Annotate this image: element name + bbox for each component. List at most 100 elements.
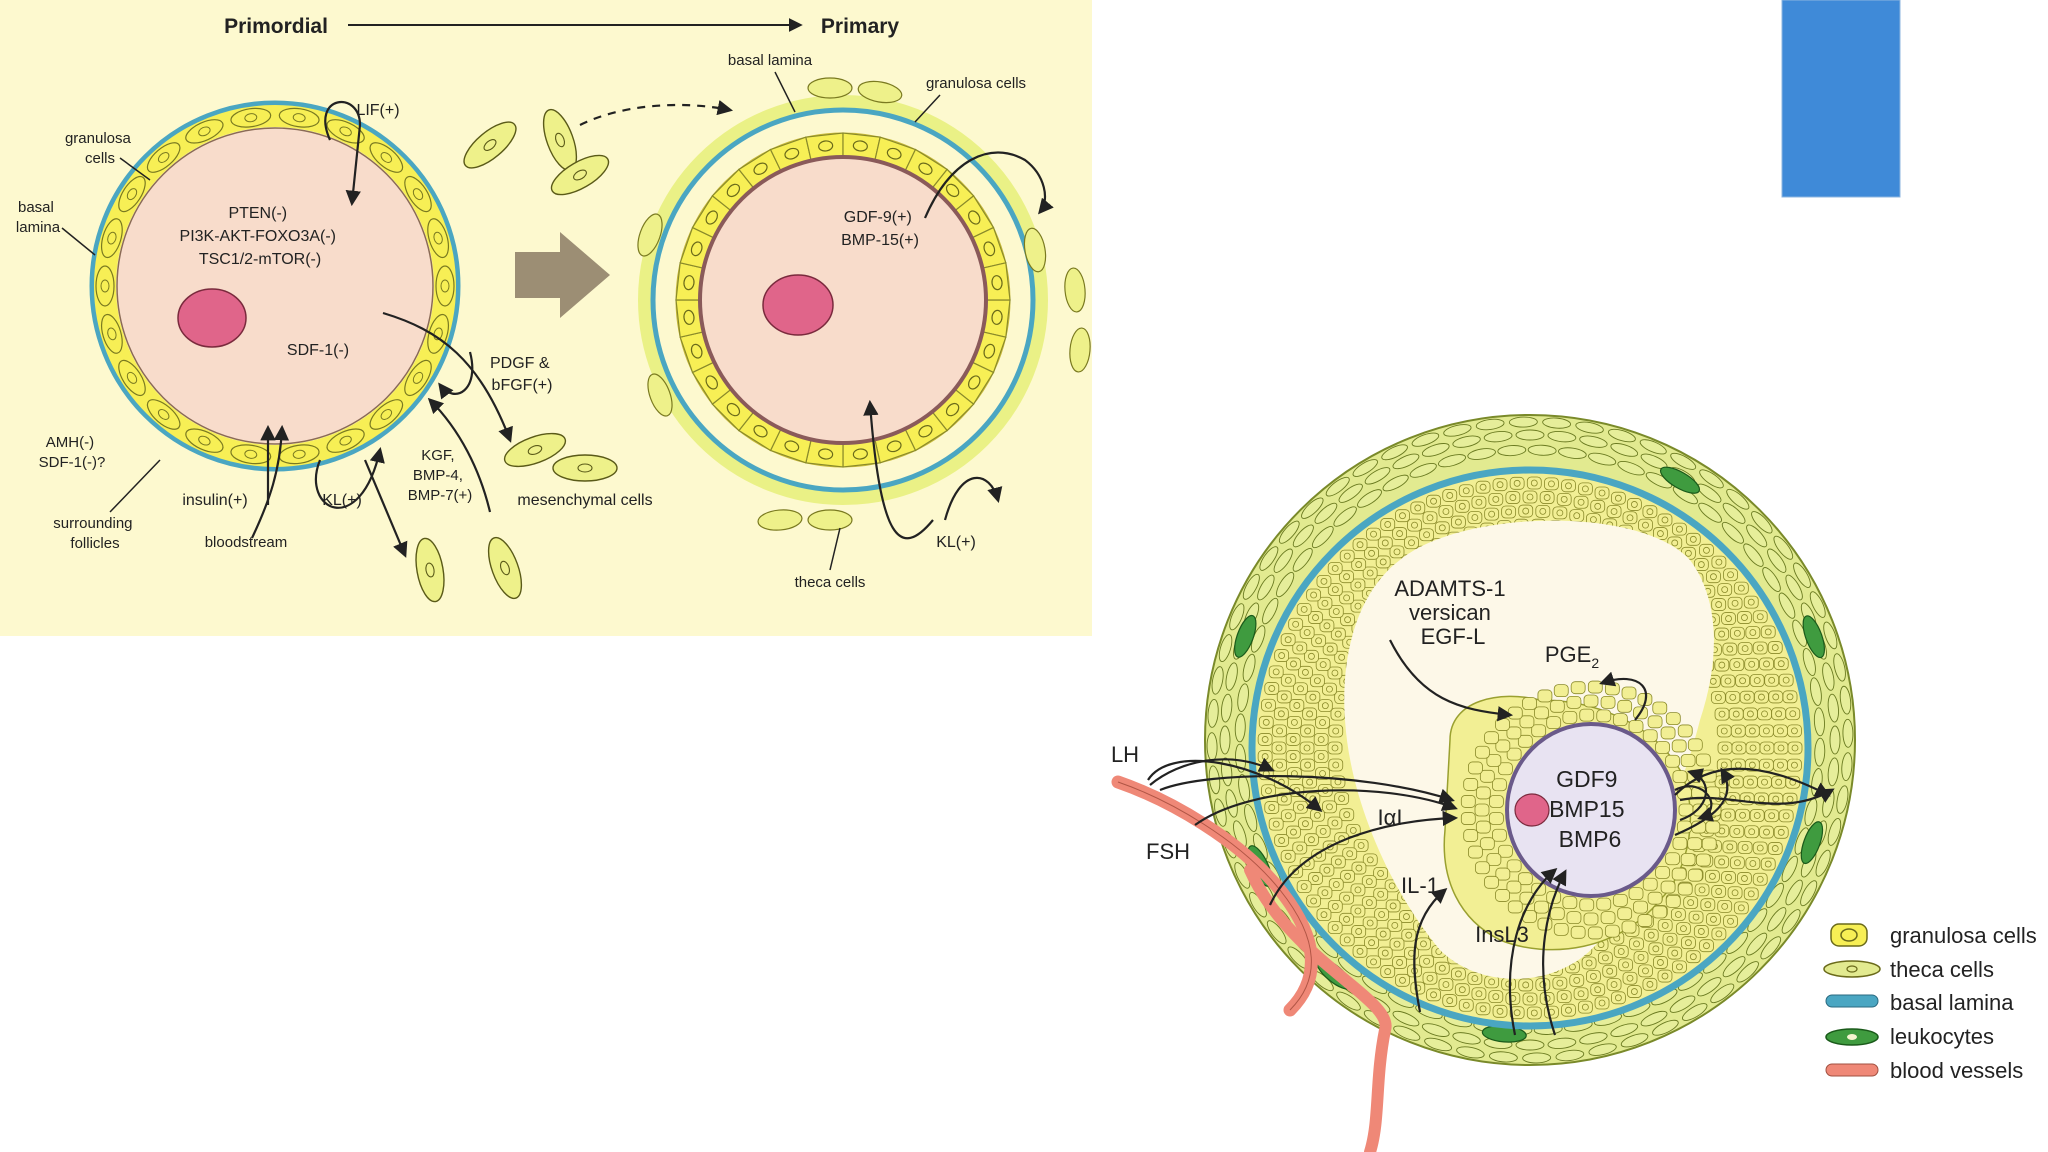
mural-cell bbox=[1327, 921, 1343, 935]
mural-cell bbox=[1274, 649, 1290, 662]
cumulus-cell bbox=[1484, 731, 1499, 745]
theca-outer-cell bbox=[1841, 752, 1853, 782]
theca-outer-cell bbox=[1579, 435, 1608, 448]
mural-cell bbox=[1471, 495, 1487, 509]
pdgf-label: PDGF & bFGF(+) bbox=[490, 355, 554, 394]
mural-cell bbox=[1339, 549, 1355, 563]
mural-cell bbox=[1308, 872, 1323, 885]
mural-cell-nucleus bbox=[1630, 988, 1638, 995]
mural-cell-nucleus bbox=[1652, 945, 1660, 953]
mural-cell-nucleus bbox=[1278, 652, 1286, 659]
surrounding-pointer bbox=[109, 459, 161, 513]
mural-cell-nucleus bbox=[1753, 812, 1761, 819]
primary-granulosa-nucleus bbox=[753, 425, 768, 438]
granulosa-cell-nucleus bbox=[380, 409, 393, 420]
kl-right-arrow bbox=[863, 399, 934, 540]
mural-cell bbox=[1380, 518, 1396, 531]
mural-cell bbox=[1392, 527, 1407, 540]
primordial-granulosa-cells bbox=[95, 107, 455, 465]
mural-cell-nucleus bbox=[1365, 878, 1373, 886]
mural-cell-nucleus bbox=[1338, 795, 1346, 802]
theca-outer-cell bbox=[1842, 718, 1854, 748]
mural-cell bbox=[1773, 741, 1789, 755]
mural-cell bbox=[1742, 775, 1758, 789]
cumulus-cell bbox=[1671, 739, 1687, 753]
cumulus-cell bbox=[1600, 911, 1616, 925]
mural-cell bbox=[1760, 625, 1776, 639]
mural-cell bbox=[1505, 992, 1521, 1005]
legend-item-theca: theca cells bbox=[1823, 957, 1994, 982]
cumulus-cell bbox=[1660, 880, 1676, 894]
theca-outer-cell bbox=[1336, 991, 1361, 1011]
theca-outer-cell bbox=[1781, 855, 1798, 883]
theca-outer-cell bbox=[1743, 543, 1764, 567]
granulosa-cell bbox=[278, 107, 320, 128]
mural-cell-nucleus bbox=[1747, 598, 1755, 606]
mural-cell-nucleus bbox=[1606, 967, 1614, 975]
mural-cell bbox=[1787, 724, 1802, 738]
legend-swatch-leukocyte-nucleus bbox=[1847, 1034, 1857, 1040]
mural-cell bbox=[1280, 673, 1296, 687]
mural-cell bbox=[1419, 954, 1435, 968]
cumulus-cell bbox=[1655, 741, 1670, 754]
mural-cell-nucleus bbox=[1388, 882, 1396, 890]
mural-cell-nucleus bbox=[1791, 761, 1798, 769]
mural-cell-nucleus bbox=[1710, 573, 1717, 581]
mural-cell-nucleus bbox=[1343, 936, 1351, 944]
cumulus-cell bbox=[1495, 867, 1511, 881]
theca-outer-cell bbox=[1276, 572, 1295, 598]
kl-left-label: KL(+) bbox=[322, 492, 362, 509]
mural-cell bbox=[1522, 992, 1538, 1006]
mural-cell bbox=[1735, 674, 1751, 688]
theca-outer-cell bbox=[1207, 698, 1219, 728]
theca-outer-cell bbox=[1793, 562, 1811, 588]
mural-cell-nucleus bbox=[1708, 872, 1716, 880]
theca-outer-cell bbox=[1640, 1010, 1668, 1027]
mural-cell bbox=[1257, 750, 1273, 763]
mural-cell bbox=[1273, 707, 1289, 721]
mural-cell bbox=[1586, 969, 1601, 983]
primary-follicle bbox=[638, 95, 1048, 505]
mural-cell bbox=[1714, 627, 1730, 641]
mural-cell-nucleus bbox=[1310, 897, 1318, 905]
mural-cell-nucleus bbox=[1735, 744, 1743, 752]
granulosa-cell-nucleus bbox=[380, 152, 393, 163]
theca-outer-cell bbox=[1527, 444, 1557, 456]
mural-cell bbox=[1361, 896, 1377, 910]
mural-cell bbox=[1501, 977, 1517, 991]
theca-outer-cell bbox=[1206, 732, 1218, 762]
mural-cell-nucleus bbox=[1284, 812, 1292, 820]
granulosa-cell-nucleus bbox=[126, 371, 138, 384]
theca-outer-cell bbox=[1266, 920, 1287, 945]
mural-cell-nucleus bbox=[1598, 999, 1606, 1007]
mural-cell-nucleus bbox=[1577, 990, 1585, 998]
primordial-basal-lamina bbox=[89, 100, 461, 472]
cumulus-cell bbox=[1579, 708, 1595, 722]
mural-cell bbox=[1350, 578, 1366, 592]
mural-cell-nucleus bbox=[1685, 549, 1692, 557]
mural-cell-nucleus bbox=[1560, 495, 1568, 503]
theca-outer-cell bbox=[1257, 574, 1275, 601]
mural-cell-nucleus bbox=[1689, 535, 1697, 543]
mural-cell-nucleus bbox=[1290, 828, 1297, 836]
theca-cell bbox=[1069, 327, 1091, 373]
cumulus-cell bbox=[1488, 795, 1504, 808]
mural-cell bbox=[1749, 809, 1765, 822]
mural-cell-nucleus bbox=[1265, 701, 1272, 709]
cumulus-cell bbox=[1488, 812, 1504, 825]
mesenchymal-cell-nucleus bbox=[573, 169, 587, 181]
cumulus-cell bbox=[1463, 778, 1479, 791]
mural-cell-nucleus bbox=[1556, 979, 1564, 987]
mural-cell-nucleus bbox=[1426, 514, 1434, 522]
mural-cell-nucleus bbox=[1479, 1005, 1487, 1013]
mural-cell-nucleus bbox=[1727, 917, 1734, 925]
cumulus-cell bbox=[1468, 845, 1483, 859]
legend-label-blood-vessels: blood vessels bbox=[1890, 1058, 2023, 1083]
mural-cell-nucleus bbox=[1368, 939, 1375, 947]
mural-cell bbox=[1442, 994, 1458, 1007]
granulosa-cell bbox=[435, 265, 455, 307]
cumulus-cell bbox=[1468, 761, 1483, 775]
cumulus-cell bbox=[1463, 829, 1479, 842]
mural-cell bbox=[1735, 808, 1751, 822]
mural-cell bbox=[1743, 887, 1759, 901]
